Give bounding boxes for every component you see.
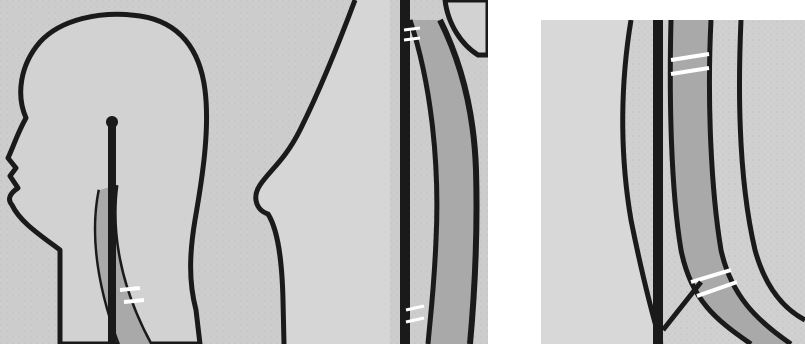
plumb-line-knob [106,116,118,128]
posture-spine-closeup-panel [541,20,805,344]
reference-rod [653,20,663,344]
posture-spine-closeup-illustration [541,20,805,344]
posture-head-and-back-panel [0,0,488,344]
plumb-line [108,122,116,344]
posture-head-and-back-illustration [0,0,488,344]
back-reference-rod [400,0,410,344]
